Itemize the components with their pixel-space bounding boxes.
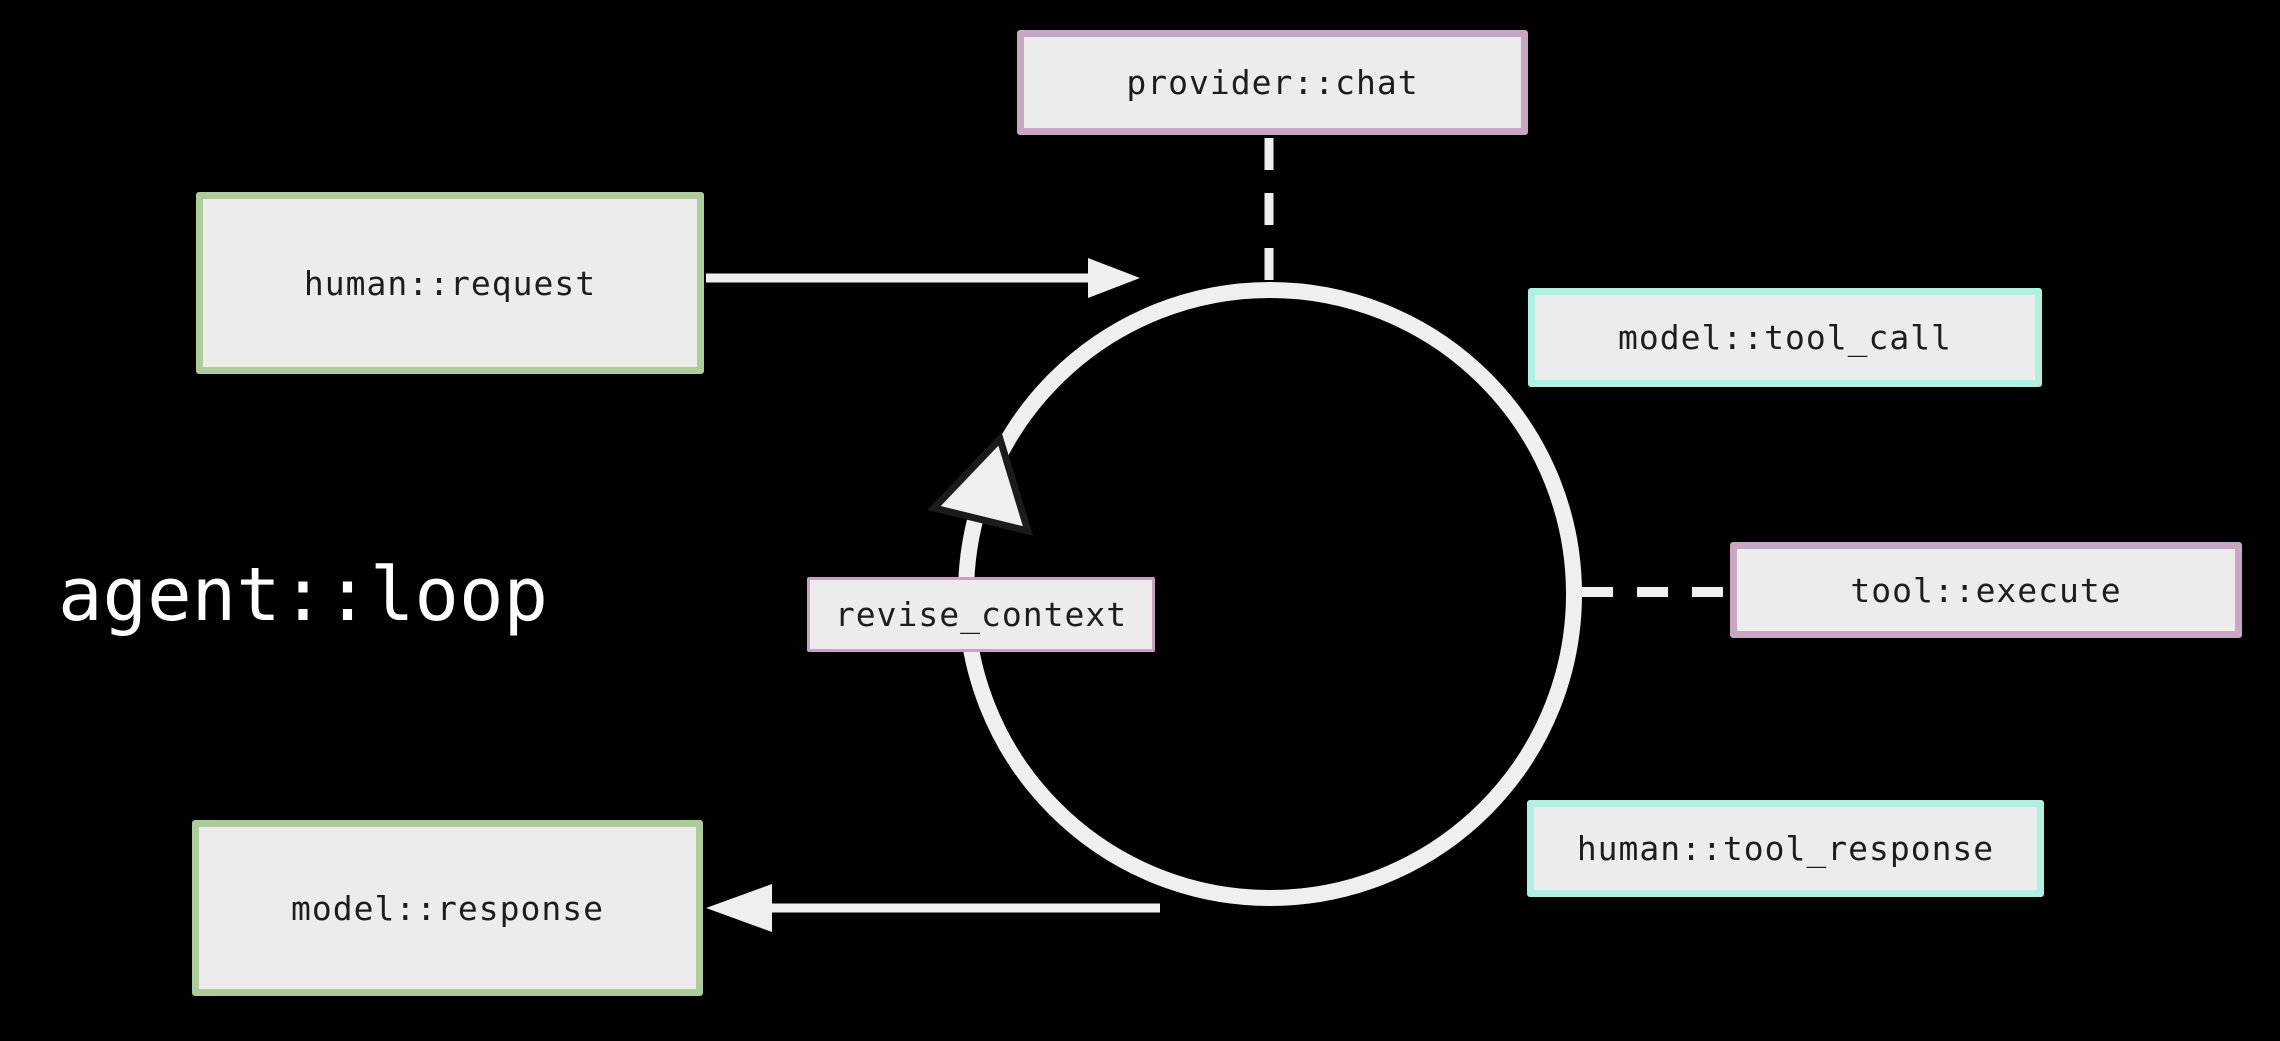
loop-title: agent::loop (58, 552, 549, 638)
node-tool-execute: tool::execute (1730, 542, 2242, 638)
node-revise-context: revise_context (807, 577, 1155, 652)
node-model-tool-call-label: model::tool_call (1618, 318, 1952, 357)
node-human-request-label: human::request (303, 263, 597, 303)
arrowhead-right-icon (1088, 258, 1140, 298)
node-provider-chat: provider::chat (1017, 30, 1528, 135)
node-revise-context-label: revise_context (834, 595, 1128, 634)
loop-direction-arrowhead-icon (927, 432, 1034, 536)
node-model-tool-call: model::tool_call (1528, 288, 2042, 387)
node-provider-chat-label: provider::chat (1126, 63, 1419, 102)
node-human-request: human::request (196, 192, 704, 374)
arrowhead-left-icon (706, 884, 772, 932)
node-model-response-label: model::response (290, 888, 604, 928)
human-request-arrow (706, 258, 1140, 298)
node-model-response: model::response (192, 820, 703, 996)
node-tool-execute-label: tool::execute (1850, 570, 2122, 610)
node-human-tool-response: human::tool_response (1527, 800, 2044, 897)
model-response-arrow (706, 884, 1160, 932)
node-human-tool-response-label: human::tool_response (1576, 829, 1995, 868)
